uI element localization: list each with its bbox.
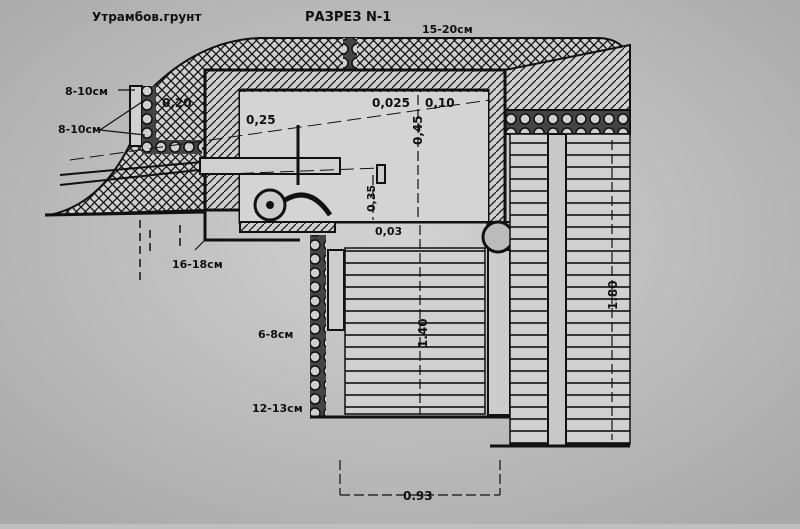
- front-logs: [142, 86, 156, 152]
- sight-lines: [69, 99, 491, 176]
- label-ground: Утрамбов.грунт: [92, 10, 201, 24]
- label-pit-depth: 1.40: [416, 318, 430, 348]
- ground-dash: [139, 220, 181, 280]
- label-roof-inner-b: 0,10: [425, 96, 455, 110]
- roof-logs: [504, 109, 631, 135]
- drawing-title: РАЗРЕЗ N-1: [305, 10, 391, 25]
- label-total-depth: 1.80: [606, 280, 620, 310]
- pit-planks: [344, 247, 486, 415]
- pit-right-post: [487, 249, 511, 416]
- pit-wall-logs: [310, 235, 326, 417]
- label-pit-width: 0.93: [403, 489, 433, 503]
- label-floor-logs: 16-18см: [172, 258, 223, 271]
- label-room-height: 0,45: [411, 115, 425, 145]
- ground-line: [44, 210, 300, 242]
- right-planks: [509, 133, 631, 445]
- front-logs-bottom: [142, 140, 202, 154]
- pit-left-post: [327, 249, 345, 331]
- gun: [59, 125, 386, 222]
- leader-lines: [99, 89, 206, 251]
- label-bottom-logs: 12-13см: [252, 402, 303, 415]
- label-front-logs: 8-10см: [58, 123, 101, 136]
- label-roof-thickness: 15-20см: [422, 23, 473, 36]
- label-gun-height: 0,35: [365, 185, 378, 212]
- gun-platform: [239, 221, 336, 233]
- label-embrasure: 0,25: [246, 113, 276, 127]
- label-wall-logs: 6-8см: [258, 328, 293, 341]
- dimension-lines: [339, 95, 613, 496]
- right-post: [547, 133, 567, 447]
- label-roof-inner-a: 0,025: [372, 96, 410, 110]
- label-front-plank: 8-10см: [65, 85, 108, 98]
- label-floor-step: 0,03: [375, 225, 402, 238]
- front-plank: [129, 85, 143, 147]
- label-front-fill: 0,20: [162, 96, 192, 110]
- corner-log: [481, 220, 515, 254]
